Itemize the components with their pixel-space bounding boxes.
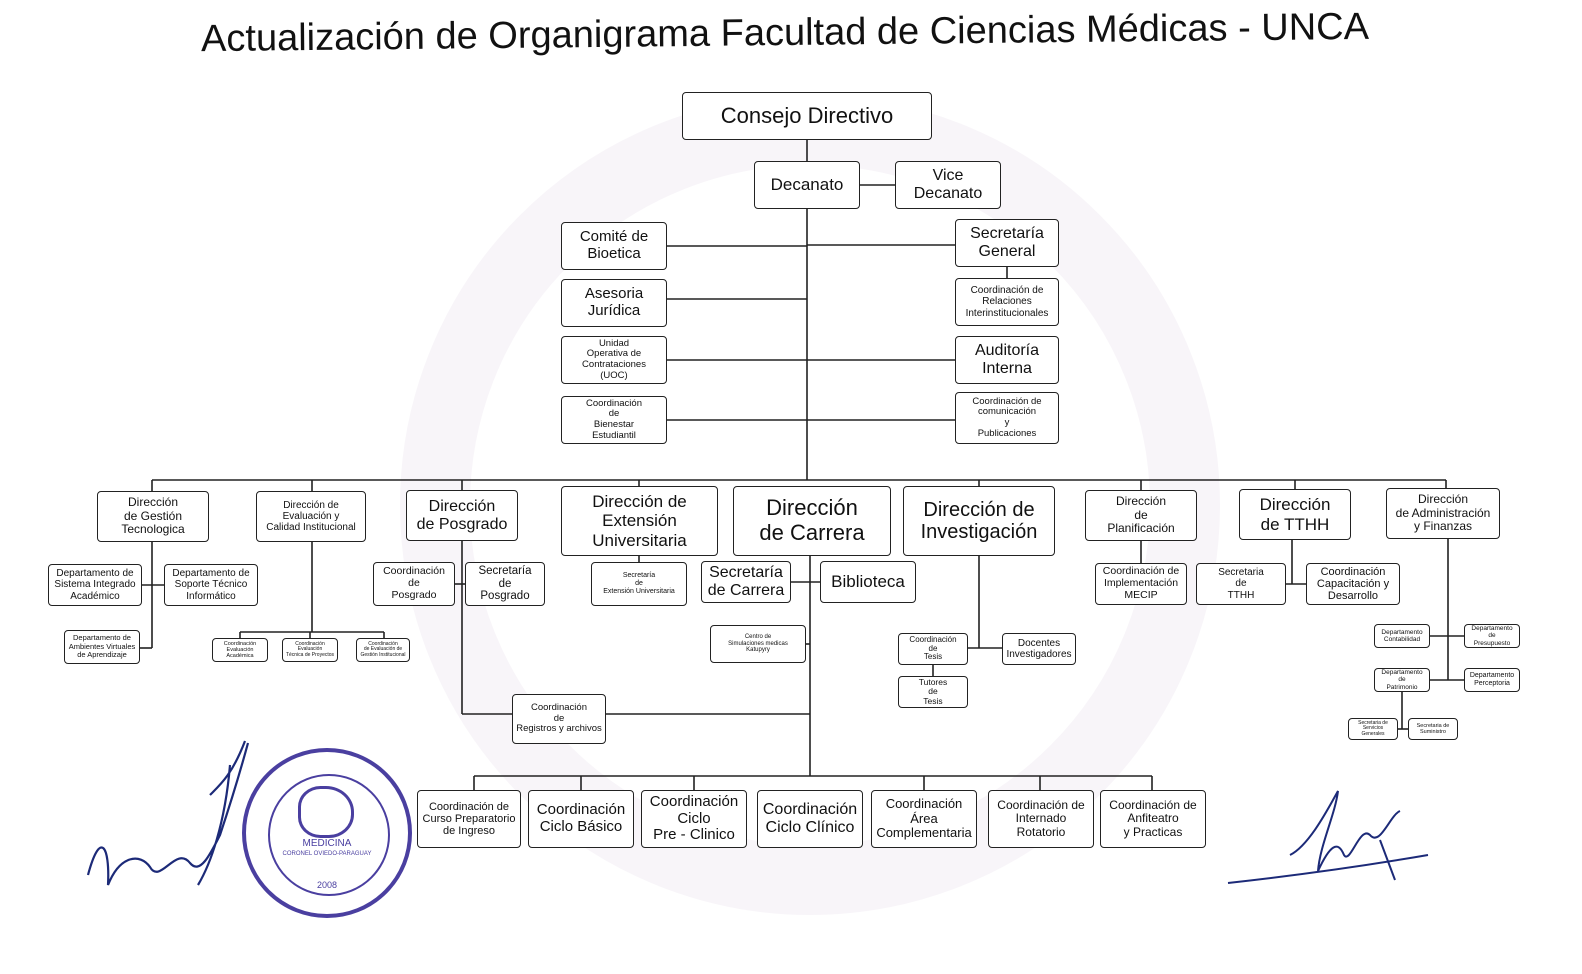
- node-coordmecip: Coordinación de Implementación MECIP: [1095, 563, 1187, 605]
- node-auditoria: Auditoría Interna: [955, 336, 1059, 384]
- node-consejo: Consejo Directivo: [682, 92, 932, 140]
- node-dtthh: Dirección de TTHH: [1239, 489, 1351, 540]
- node-devaluacion: Dirección de Evaluación y Calidad Instit…: [256, 491, 366, 542]
- node-dextension: Dirección de Extensión Universitaria: [561, 486, 718, 556]
- node-dgestion: Dirección de Gestión Tecnologica: [97, 491, 209, 542]
- node-dinvestigacion: Dirección de Investigación: [903, 486, 1055, 556]
- node-coordinternado: Coordinación de Internado Rotatorio: [988, 790, 1094, 848]
- node-depsistema: Departamento de Sistema Integrado Académ…: [48, 564, 142, 606]
- node-uoc: Unidad Operativa de Contrataciones (UOC): [561, 336, 667, 384]
- node-secposgrado: Secretaría de Posgrado: [465, 562, 545, 606]
- node-secsuministro: Secretaria de Suministro: [1408, 718, 1458, 740]
- node-bienestar: Coordinación de Bienestar Estudiantil: [561, 396, 667, 444]
- signature-right: [1227, 790, 1429, 884]
- seal-city: CORONEL OVIEDO-PARAGUAY: [282, 851, 372, 857]
- node-centrosim: Centro de Simulaciones medicas Katupyry: [710, 625, 806, 663]
- node-coordpre: Coordinación Ciclo Pre - Clinico: [641, 790, 747, 848]
- node-depsoporte: Departamento de Soporte Técnico Informát…: [164, 564, 258, 606]
- node-dadmin: Dirección de Administración y Finanzas: [1386, 488, 1500, 539]
- node-coordcapac: Coordinación Capacitación y Desarrollo: [1306, 563, 1400, 605]
- university-seal: MEDICINA CORONEL OVIEDO-PARAGUAY 2008: [242, 748, 412, 918]
- node-decanato: Decanato: [754, 161, 860, 209]
- node-depperceptoria: Departamento Perceptoria: [1464, 668, 1520, 692]
- node-seccarrera: Secretaría de Carrera: [701, 561, 791, 603]
- seal-faculty: MEDICINA: [302, 838, 352, 849]
- node-deppatrimonio: Departamento de Patrimonio: [1374, 668, 1430, 692]
- seal-year: 2008: [316, 880, 338, 890]
- node-sectthh: Secretaria de TTHH: [1196, 563, 1286, 605]
- node-deppresup: Departamento de Presupuesto: [1464, 624, 1520, 648]
- seal-inner-ring: [268, 774, 390, 896]
- node-registros: Coordinación de Registros y archivos: [512, 694, 606, 744]
- node-depcontab: Departamento Contabilidad: [1374, 624, 1430, 648]
- node-coordevalinst: Coordinación Evaluación Técnica de Proye…: [282, 638, 338, 662]
- node-coordcurso: Coordinación de Curso Preparatorio de In…: [417, 790, 521, 848]
- node-coordbasico: Coordinación Ciclo Básico: [528, 790, 634, 848]
- node-secservicios: Secretaria de Servicios Generales: [1348, 718, 1398, 740]
- node-comite: Comité de Bioetica: [561, 222, 667, 270]
- node-comunicacion: Coordinación de comunicación y Publicaci…: [955, 392, 1059, 444]
- node-coordevalacad: Coordinación Evaluación Académica: [212, 638, 268, 662]
- node-tutores: Tutores de Tesis: [898, 676, 968, 708]
- node-coordgestion: Coordinación de Evaluación de Gestión In…: [356, 638, 410, 662]
- node-relaciones: Coordinación de Relaciones Interinstituc…: [955, 278, 1059, 326]
- node-coordtesis: Coordinación de Tesis: [898, 633, 968, 665]
- node-coordanfiteatro: Coordinación de Anfiteatro y Practicas: [1100, 790, 1206, 848]
- seal-emblem-icon: [298, 786, 354, 838]
- node-biblioteca: Biblioteca: [820, 561, 916, 603]
- node-docentes: Docentes Investigadores: [1002, 633, 1076, 665]
- node-secgeneral: Secretaría General: [955, 219, 1059, 267]
- node-vice: Vice Decanato: [895, 161, 1001, 209]
- node-coordclinico: Coordinación Ciclo Clínico: [757, 790, 863, 848]
- node-depambientes: Departamento de Ambientes Virtuales de A…: [64, 630, 140, 664]
- node-dcarrera: Dirección de Carrera: [733, 486, 891, 556]
- node-dplanificacion: Dirección de Planificación: [1085, 490, 1197, 541]
- node-asesoria: Asesoria Jurídica: [561, 279, 667, 327]
- signature-left: [86, 740, 250, 886]
- node-coordarea: Coordinación Área Complementaria: [871, 790, 977, 848]
- node-secextension: Secretaría de Extensión Universitaria: [591, 562, 687, 606]
- node-dposgrado: Dirección de Posgrado: [406, 490, 518, 541]
- node-coordposgrado: Coordinación de Posgrado: [373, 562, 455, 606]
